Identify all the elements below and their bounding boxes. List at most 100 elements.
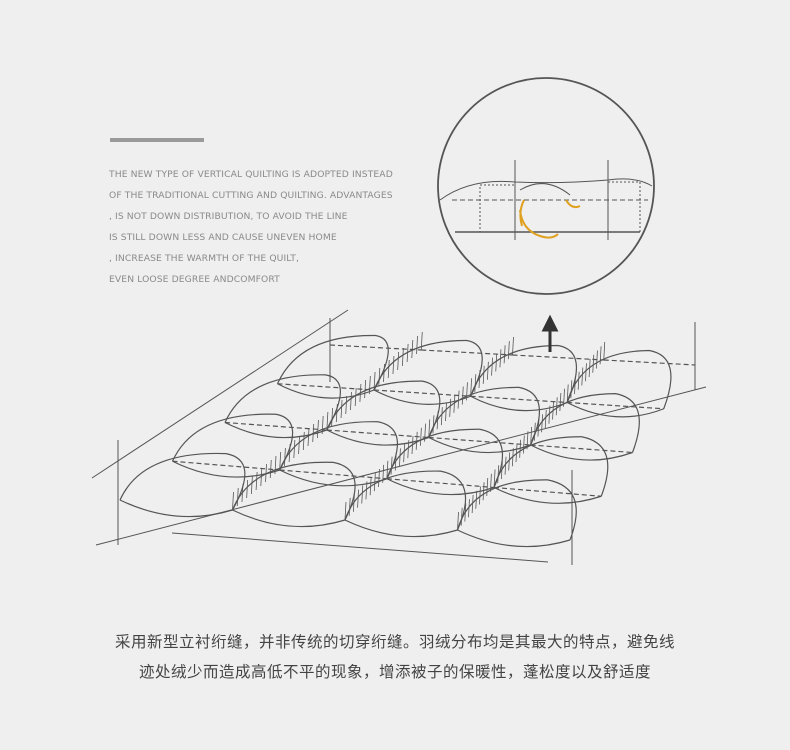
quilt-stroke [392, 355, 395, 375]
quilt-stroke [373, 473, 376, 492]
quilt-stroke [482, 365, 485, 384]
quilt-stroke [232, 491, 234, 511]
up-arrow-icon [541, 314, 559, 352]
quilt-stroke [512, 354, 604, 361]
quilt-stroke [236, 487, 239, 507]
quilt-stroke [453, 394, 456, 413]
quilt-stroke [279, 469, 388, 487]
quilt-stroke [390, 456, 393, 475]
quilt-stroke [449, 398, 452, 417]
quilt-stroke [340, 399, 343, 419]
quilt-stroke [544, 409, 547, 429]
quilt-stroke [567, 401, 664, 410]
quilt-stroke [464, 503, 467, 522]
quilt-stroke [399, 448, 401, 467]
quilt-stroke [265, 463, 267, 483]
quilt-stroke [445, 402, 447, 422]
quilt-stroke [269, 459, 272, 479]
quilt-stroke [321, 415, 324, 435]
en-line: IS STILL DOWN LESS AND CAUSE UNEVEN HOME [109, 232, 337, 243]
quilt-stroke [530, 444, 633, 454]
quilt-stroke [407, 440, 410, 459]
quilt-stroke [326, 411, 329, 431]
quilt-stroke [274, 455, 277, 475]
quilt-stroke [326, 380, 441, 438]
quilt-stroke [255, 471, 258, 491]
quilt-drawing [119, 331, 696, 548]
quilt-stroke [491, 357, 493, 376]
quilt-stroke [566, 384, 569, 403]
quilt-stroke [386, 478, 495, 489]
quilt-stroke [352, 493, 355, 512]
quilt-stroke [260, 467, 263, 487]
magnifier-circle [437, 77, 655, 295]
quilt-stroke [378, 367, 381, 387]
quilt-stroke [440, 407, 443, 426]
quilt-stroke [241, 483, 244, 503]
quilt-stroke [471, 494, 474, 514]
quilt-stroke [530, 393, 640, 453]
quilt-stroke [456, 479, 577, 541]
quilt-stroke [596, 350, 598, 369]
quilt-stroke [530, 444, 633, 461]
quilt-stroke [354, 387, 357, 407]
quilt-stroke [507, 341, 510, 360]
quilt-stroke [364, 379, 367, 399]
quilt-stroke [493, 436, 609, 497]
quilt-stroke [406, 343, 409, 363]
quilt-stroke [293, 439, 296, 459]
cn-line: 采用新型立衬绗缝，并非传统的切穿绗缝。羽绒分布均是其最大的特点，避免线 [114, 633, 675, 651]
quilt-stroke [500, 460, 503, 480]
quilt-stroke [566, 401, 664, 418]
quilt-stroke [382, 464, 385, 483]
quilt-stroke [331, 407, 333, 427]
quilt-stroke [317, 419, 319, 439]
quilt-stroke [599, 346, 602, 365]
quilt-stroke [460, 507, 463, 526]
quilt-stroke [428, 436, 531, 454]
quilt-stroke [474, 374, 477, 393]
quilt-stroke [432, 415, 435, 434]
quilt-stroke [495, 353, 498, 372]
quilt-stroke [335, 403, 338, 423]
quilt-stroke [559, 392, 562, 412]
quilt-stroke [357, 489, 359, 508]
quilt-stroke [344, 519, 458, 538]
quilt-stroke [119, 452, 246, 511]
quilt-stroke [383, 363, 385, 383]
quilt-stroke [577, 371, 580, 390]
english-description: THE NEW TYPE OF VERTICAL QUILTING IS ADO… [109, 164, 393, 290]
quilt-stroke [411, 339, 414, 359]
quilt-stroke [350, 391, 352, 411]
quilt-stroke [302, 431, 305, 451]
quilt-stroke [344, 470, 467, 531]
quilt-stroke [468, 499, 470, 518]
quilt-stroke [478, 369, 481, 389]
quilt-stroke [368, 375, 371, 395]
quilt-stroke [359, 383, 362, 403]
quilt-stroke [482, 482, 485, 501]
quilt-stroke [563, 388, 565, 407]
quilt-stroke [326, 429, 429, 446]
en-line: OF THE TRADITIONAL CUTTING AND QUILTING.… [109, 190, 393, 201]
quilt-stroke [555, 397, 558, 416]
quilt-stroke [387, 359, 390, 379]
quilt-stroke [397, 351, 400, 371]
quilt-stroke [466, 382, 468, 401]
quilt-stroke [504, 456, 507, 475]
quilt-stroke [277, 383, 375, 399]
quilt-stroke [603, 359, 696, 366]
quilt-stroke [552, 401, 554, 420]
quilt-stroke [171, 413, 294, 471]
quilt-illustration [91, 77, 707, 565]
quilt-stroke [530, 426, 533, 446]
quilt-stroke [493, 469, 496, 488]
quilt-stroke [419, 427, 422, 446]
quilt-stroke [470, 395, 568, 412]
quilt-stroke [515, 443, 518, 463]
quilt-stroke [537, 418, 540, 437]
quilt-stroke [497, 465, 500, 484]
quilt-stroke [312, 423, 315, 443]
quilt-stroke [479, 486, 481, 505]
quilt-stroke [373, 371, 376, 391]
